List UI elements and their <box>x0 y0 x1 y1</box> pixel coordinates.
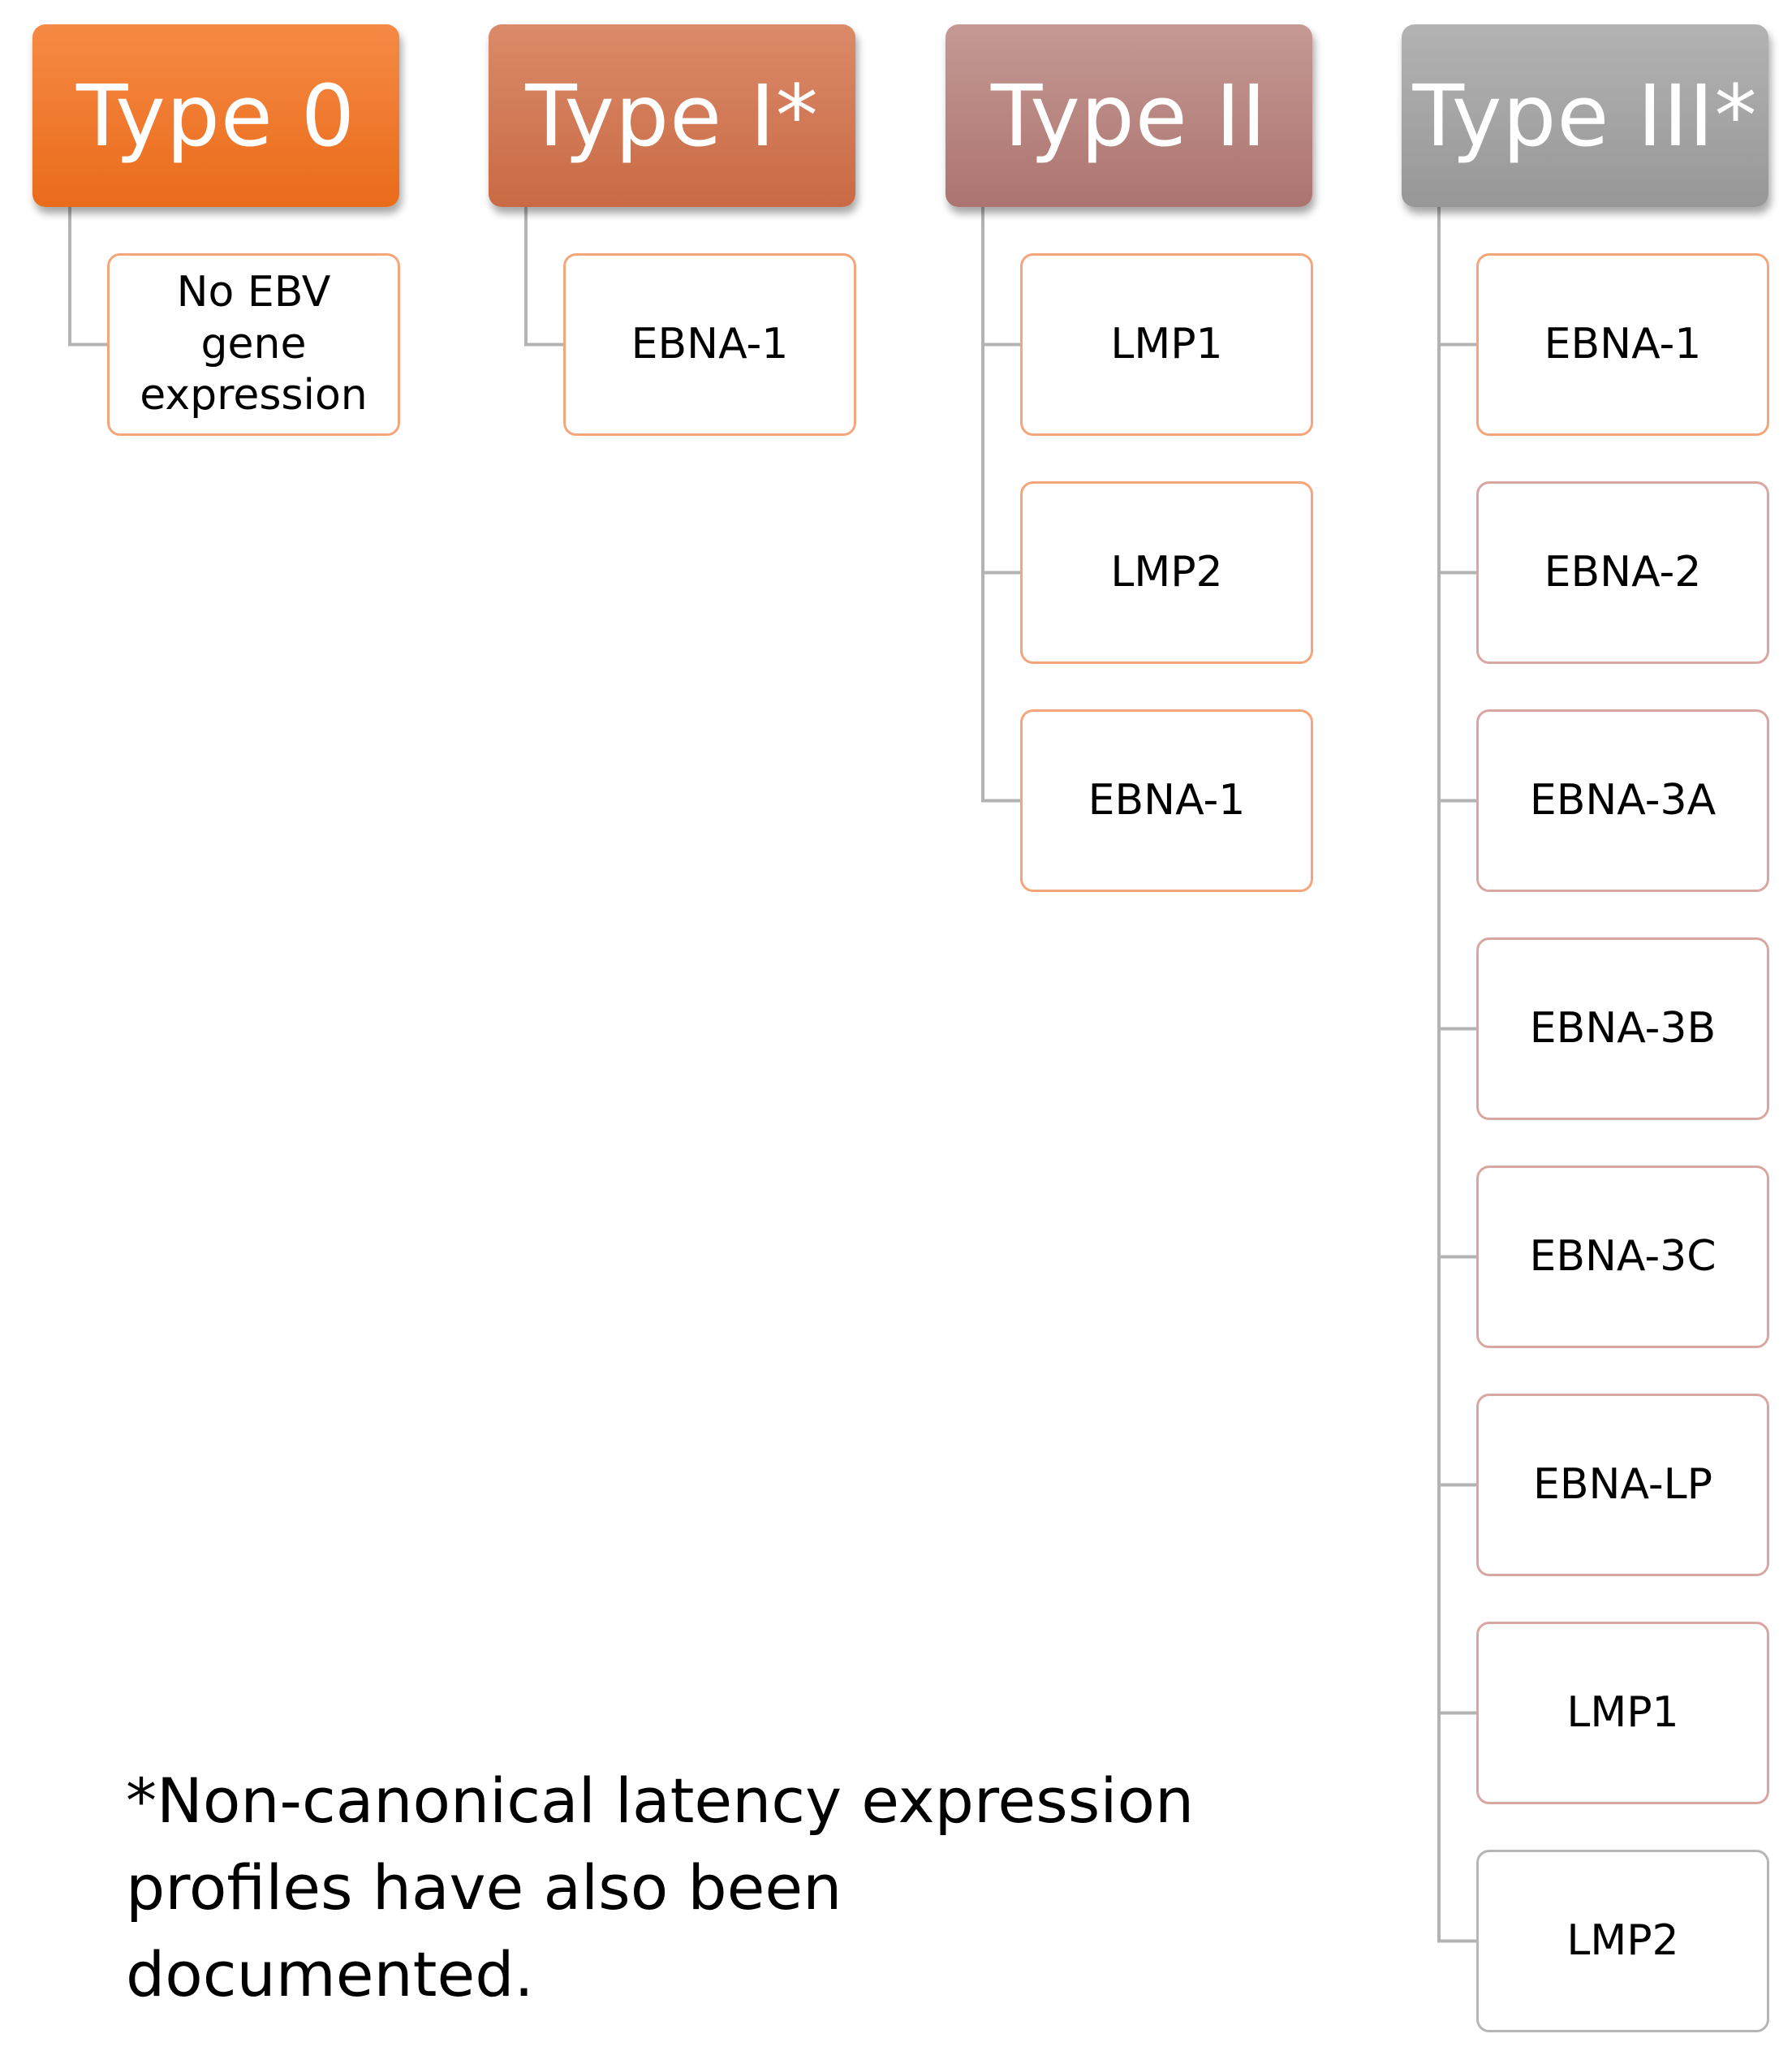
item-type-iii-ebna-3b: EBNA-3B <box>1476 937 1769 1120</box>
item-type-iii-ebna-3c: EBNA-3C <box>1476 1166 1769 1348</box>
footnote: *Non-canonical latency expression profil… <box>126 1764 1195 2010</box>
item-type-iii-lmp1: LMP1 <box>1476 1622 1769 1804</box>
header-type-0: Type 0 <box>32 24 399 207</box>
item-type-ii-lmp2: LMP2 <box>1020 481 1313 664</box>
item-type-i-ebna-1: EBNA-1 <box>563 253 856 436</box>
item-type-ii-ebna-1: EBNA-1 <box>1020 709 1313 892</box>
item-type-0-no-ebv-gene-expression: No EBV gene expression <box>107 253 400 436</box>
item-type-iii-ebna-lp: EBNA-LP <box>1476 1394 1769 1576</box>
item-type-iii-ebna-3a: EBNA-3A <box>1476 709 1769 892</box>
item-type-iii-lmp2: LMP2 <box>1476 1850 1769 2032</box>
item-type-iii-ebna-2: EBNA-2 <box>1476 481 1769 664</box>
header-type-i: Type I* <box>489 24 855 207</box>
header-type-ii: Type II <box>946 24 1312 207</box>
item-type-iii-ebna-1: EBNA-1 <box>1476 253 1769 436</box>
header-type-iii: Type III* <box>1402 24 1768 207</box>
item-type-ii-lmp1: LMP1 <box>1020 253 1313 436</box>
